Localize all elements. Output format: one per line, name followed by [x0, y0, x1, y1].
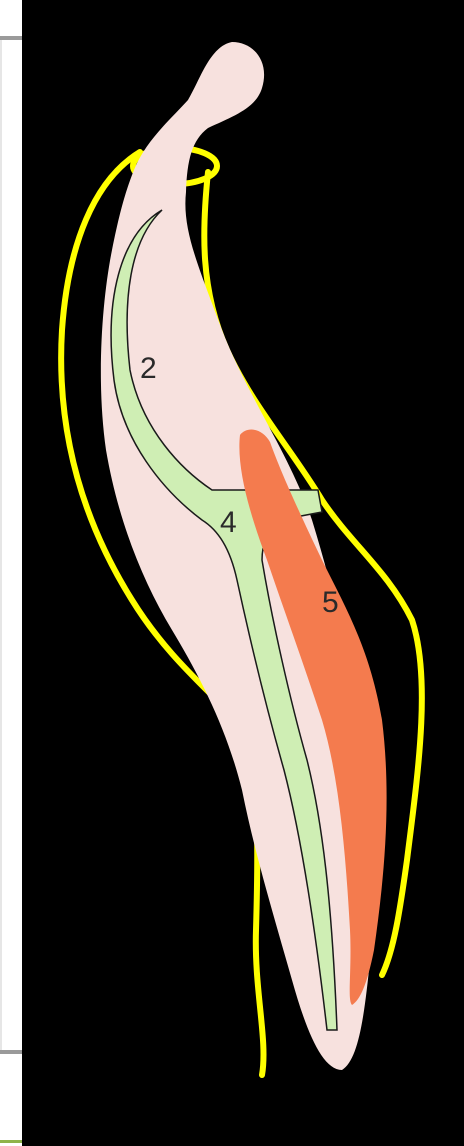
label-4: 4: [220, 506, 237, 539]
label-5: 5: [322, 586, 339, 619]
label-2: 2: [140, 352, 157, 385]
diagram-panel: 2 4 5: [22, 0, 464, 1146]
diagram-svg: 2 4 5: [22, 0, 464, 1146]
slide-footer-accent: [0, 1140, 22, 1143]
slide-left-edge: [0, 40, 2, 1050]
